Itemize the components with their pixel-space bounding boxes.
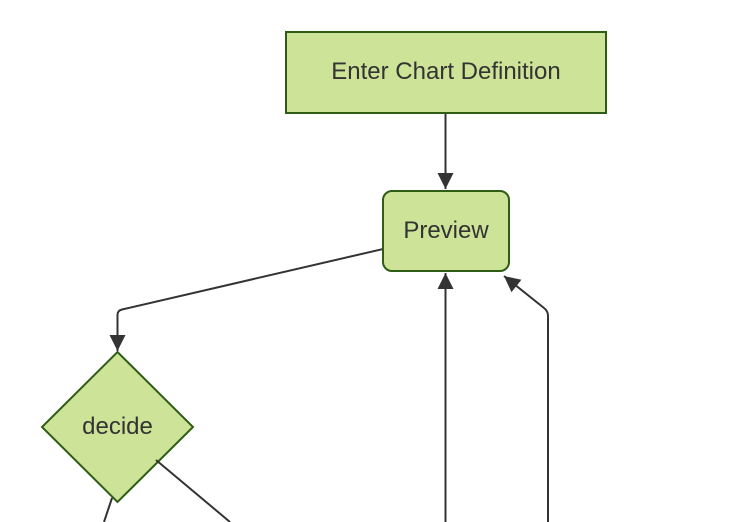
node-decide-shape [40,350,195,504]
edge-decide-to-bottom [103,497,113,522]
edge-decide-to-bottom-right [155,459,231,522]
node-enter-chart-definition: Enter Chart Definition [285,31,607,114]
node-decide-label: decide [82,413,153,440]
node-enter-chart-definition-label: Enter Chart Definition [331,58,561,86]
edge-preview-to-decide [109,248,384,351]
node-preview-label: Preview [403,216,489,244]
edge-bottom-right-to-preview [503,275,549,522]
node-preview: Preview [382,190,510,272]
